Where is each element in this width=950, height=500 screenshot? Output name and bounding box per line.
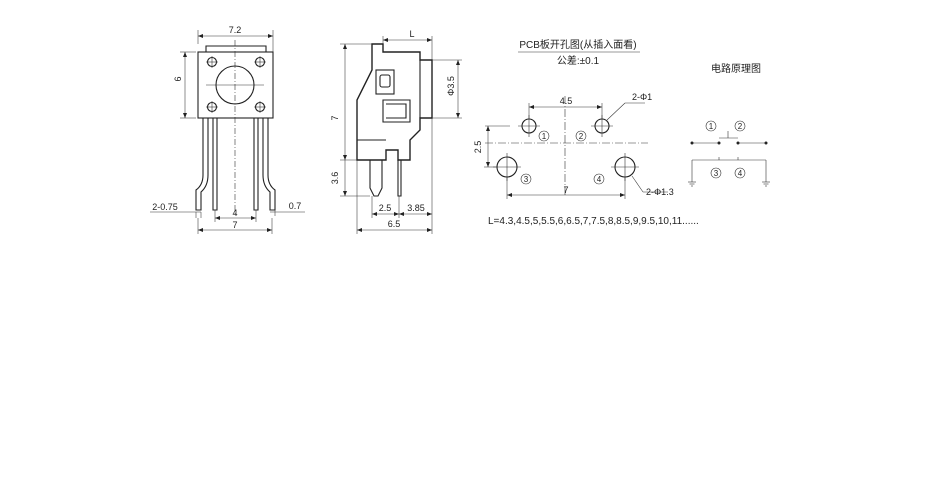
pcb-pin-2: 2	[579, 132, 584, 141]
leg-left-outer	[195, 118, 209, 211]
pin-gap-label: 4	[232, 208, 237, 218]
circuit-pin-3: 3	[714, 169, 719, 178]
pcb-spacing-y-label: 2.5	[473, 141, 483, 154]
leg-right-outer	[262, 118, 276, 211]
side-total-label: 6.5	[388, 219, 401, 229]
side-pin	[397, 160, 402, 197]
side-view: L Φ3.5 7 3.6 2.5 3.85 6.5	[330, 29, 462, 234]
pin-span-label: 7	[232, 220, 237, 230]
leg-left-inner	[212, 118, 218, 211]
circuit-pin-4: 4	[738, 169, 743, 178]
pin-width-label: 2-0.75	[152, 202, 178, 212]
circuit-pin-1: 1	[709, 122, 714, 131]
switch-body-side	[356, 43, 433, 161]
actuator	[382, 99, 411, 123]
pcb-title: PCB板开孔图(从插入面看)	[519, 38, 636, 51]
switch-body-front	[197, 51, 274, 119]
circuit-title: 电路原理图	[711, 62, 761, 75]
pcb-pin-3: 3	[524, 175, 529, 184]
side-lead-label: 3.6	[330, 172, 340, 185]
pcb-span-label: 7	[563, 185, 568, 195]
pcb-pin-4: 4	[597, 175, 602, 184]
pcb-pin-1: 1	[542, 132, 547, 141]
pcb-small-hole-label: 2-Φ1	[632, 92, 652, 102]
length-options: L=4.3,4.5,5,5.5,6,6.5,7,7.5,8,8.5,9,9.5,…	[488, 216, 699, 227]
pcb-large-hole-label: 2-Φ1.3	[646, 187, 674, 197]
front-view: 7.2 6 2-0.75 4 0.7 7	[150, 25, 305, 234]
side-offset-b-label: 3.85	[407, 203, 425, 213]
front-width-label: 7.2	[229, 25, 242, 35]
pcb-spacing-x-label: 4.5	[560, 96, 573, 106]
circuit-pin-2: 2	[738, 122, 743, 131]
side-offset-a-label: 2.5	[379, 203, 392, 213]
side-dia-label: Φ3.5	[446, 76, 456, 96]
side-height-label: 7	[330, 115, 340, 120]
side-lead	[369, 160, 383, 197]
front-height-label: 6	[173, 76, 183, 81]
circuit-diagram: 电路原理图 1 2 3 4	[688, 62, 770, 187]
button-stem	[375, 69, 395, 95]
pcb-tolerance: 公差:±0.1	[557, 54, 600, 67]
leg-right-inner	[253, 118, 259, 211]
pcb-layout: PCB板开孔图(从插入面看) 公差:±0.1 1 2 3 4 4.5	[473, 38, 699, 227]
pin-thick-label: 0.7	[289, 201, 302, 211]
top-tab	[205, 45, 267, 52]
side-l-label: L	[409, 29, 414, 39]
